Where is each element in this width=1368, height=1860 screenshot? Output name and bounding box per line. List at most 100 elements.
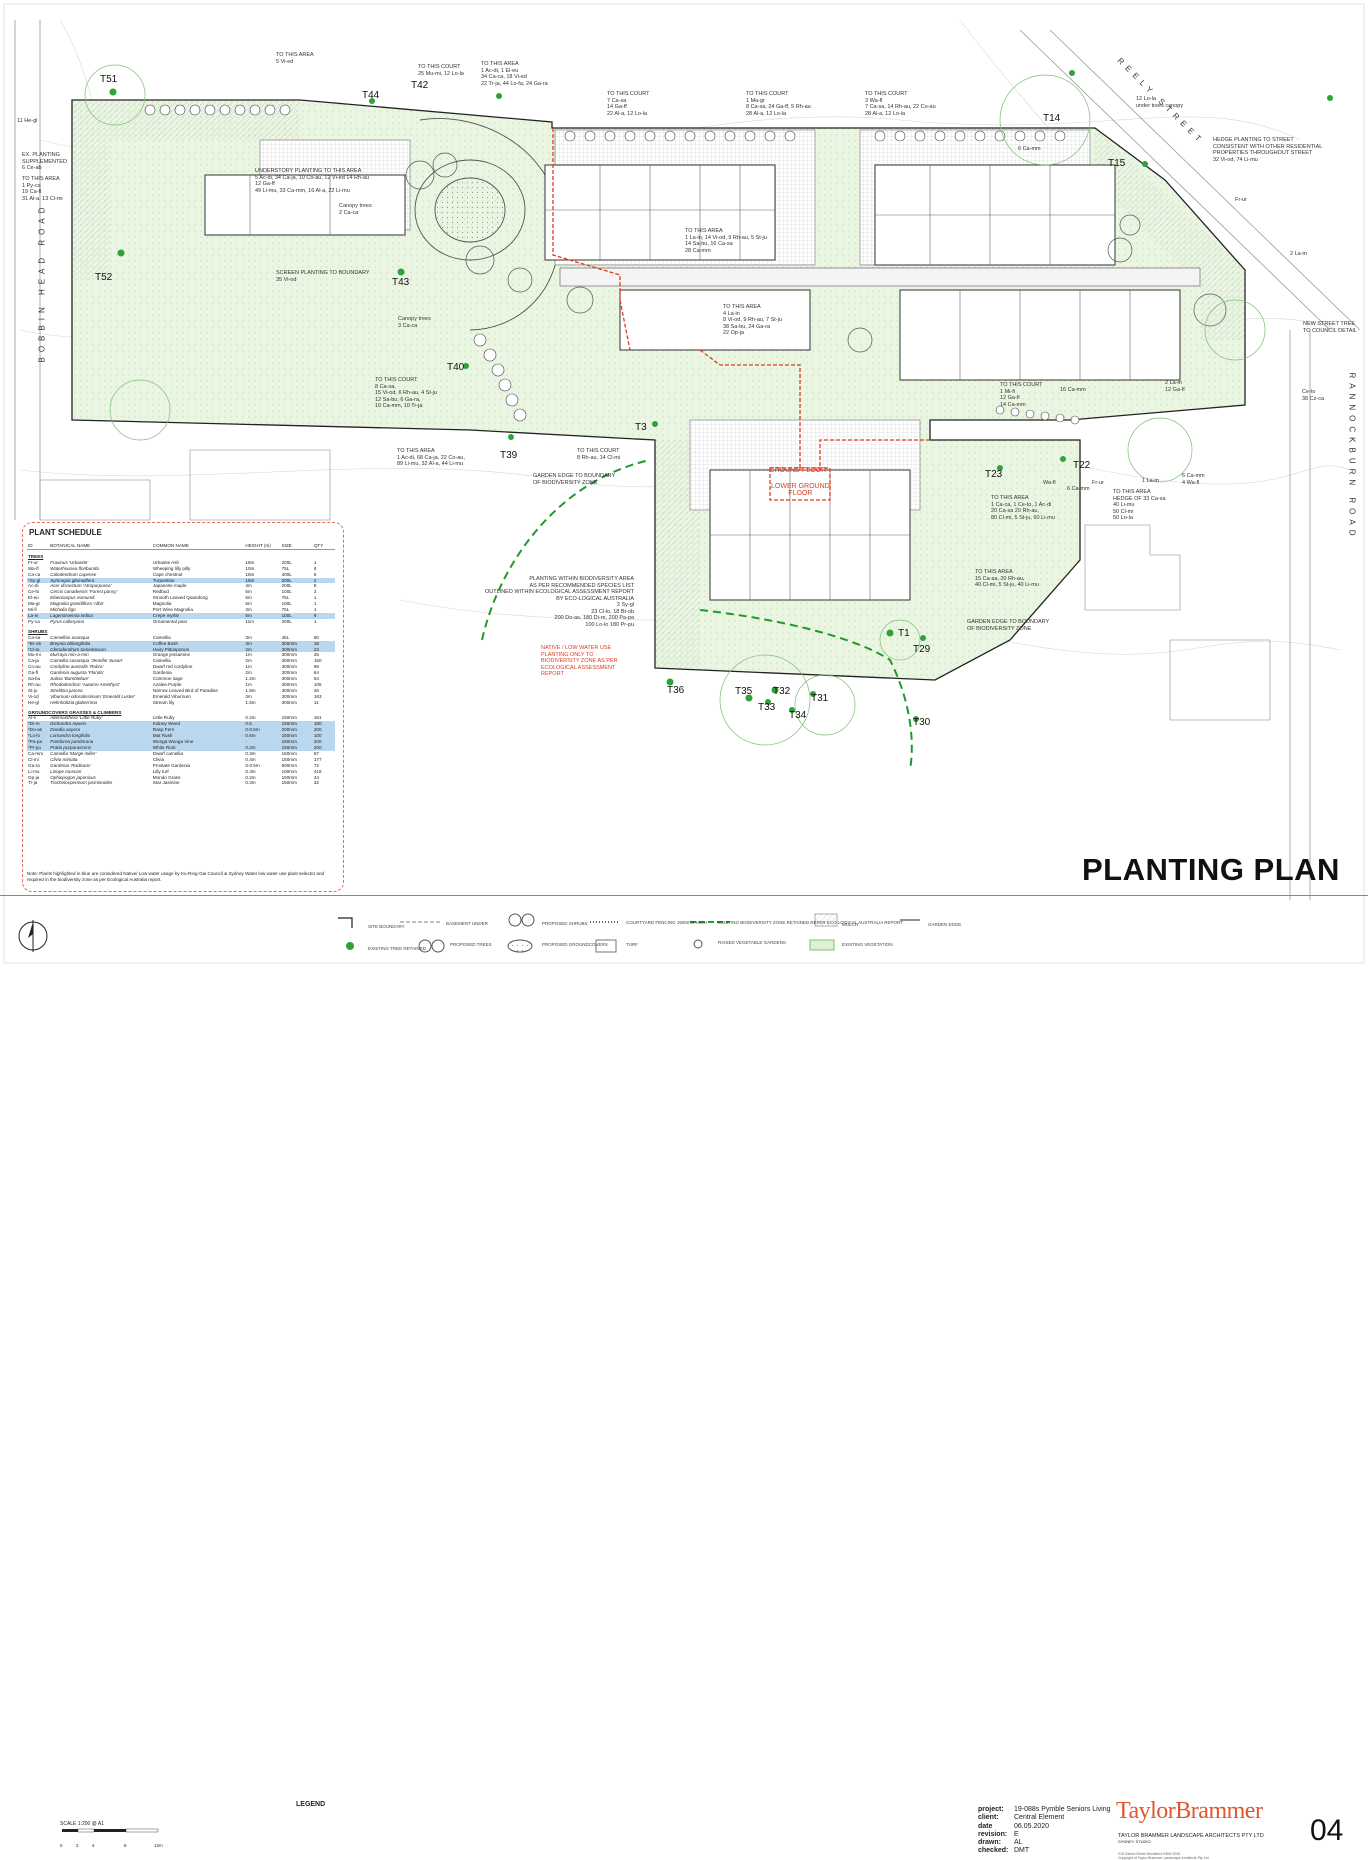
planting-note: 6 Ca-mm 4 Wa-fl [1182, 473, 1205, 486]
legend-item: GARDEN EDGE [928, 922, 962, 927]
schedule-cell-size: 500mm [281, 762, 297, 768]
schedule-cell-size: 150mm [280, 733, 313, 740]
schedule-cell-size: 200L [281, 559, 292, 565]
schedule-cell-bot: Camellia sasanqua 'Jennifer Susan' [50, 658, 123, 664]
planting-note: PLANTING WITHIN BIODIVERSITY AREA AS PER… [485, 576, 635, 628]
project-row: drawn:AL [978, 1839, 1111, 1847]
schedule-cell-h: 1.8m [245, 687, 256, 693]
company-name: TAYLOR BRAMMER LANDSCAPE ARCHITECTS PTY … [1118, 1833, 1264, 1844]
schedule-cell-h: 15m [245, 559, 255, 565]
schedule-cell-qty: 8 [313, 583, 317, 589]
planting-note: HEDGE PLANTING TO STREET CONSISTENT WITH… [1213, 137, 1323, 163]
schedule-cell-id: Ma-gr [28, 601, 40, 607]
schedule-group-label: SHRUBS [28, 628, 48, 634]
schedule-cell-com: Hairy Pittosporum [151, 646, 245, 653]
schedule-cell-com: Port Wine Magnolia [152, 607, 193, 613]
schedule-cell-id: *Cl-to [27, 646, 50, 653]
schedule-cell-bot: Pyrus calleryana [50, 618, 85, 624]
schedule-cell-id: Ca-ja [28, 658, 39, 664]
planting-note: 6 Ca-mm [1067, 486, 1090, 492]
scale-tick: 2 [76, 1843, 79, 1848]
schedule-cell-id: Li-mu [28, 768, 40, 774]
tree-tag: T29 [913, 644, 931, 655]
schedule-cell-id: Ac-di [28, 583, 39, 589]
schedule-cell-bot: Viburnum odoratissimum 'Emerald Luster' [50, 693, 136, 699]
schedule-cell-qty: 26 [313, 687, 319, 693]
schedule-cell-com: Wheeping lilly pilly [152, 565, 191, 571]
planting-note: Fr-ur [1092, 480, 1104, 486]
planting-note: 6 Ca-mm [1018, 146, 1041, 152]
site-plan-drawing [3, 3, 1365, 964]
copyright-line: Copyright of Taylor Brammer Landscape Ar… [1118, 1856, 1209, 1860]
schedule-cell-bot: Gardenia augusta 'Florida' [50, 670, 104, 676]
tree-tag: T14 [1043, 113, 1061, 124]
schedule-cell-h: 2m [245, 670, 252, 676]
schedule-cell-bot: Breynia oblongifolia [49, 640, 152, 647]
schedule-cell-size: 300mm [281, 658, 297, 664]
schedule-cell-com: Smooth Leaved Quandong [152, 595, 208, 601]
schedule-cell-bot: Alternanthera 'Little Ruby' [50, 715, 103, 721]
schedule-cell-size: 300mm [281, 676, 297, 682]
plant-schedule: PLANT SCHEDULE ID BOTANICAL NAME COMMON … [22, 522, 344, 892]
planting-note: Ce-to 38 Cz-ca [1302, 389, 1325, 402]
schedule-cell-qty: 23 [312, 646, 335, 653]
schedule-cell-com: Crepe myrtle [151, 612, 245, 619]
tree-tag: T35 [735, 686, 753, 697]
project-value: 19-088s Pymble Seniors Living [1014, 1806, 1111, 1813]
planting-note: TO THIS AREA 1 Py-ca 19 Ca-fl 31 Al-a, 1… [22, 176, 63, 202]
schedule-cell-id: Mi-fi [28, 607, 37, 613]
schedule-cell-h: 5m [245, 589, 252, 595]
col-header: ID [27, 543, 50, 550]
schedule-cell-id: St-ju [28, 687, 38, 693]
project-row: client:Central Element [978, 1814, 1111, 1822]
schedule-cell-size: 300mm [280, 646, 313, 653]
schedule-cell-id: *Di-re [27, 721, 50, 728]
schedule-cell-h: - [244, 739, 281, 745]
schedule-cell-id: Fr-ur [28, 559, 38, 565]
schedule-cell-id: Cl-mi [28, 756, 39, 762]
schedule-cell-h: 3m [245, 634, 252, 640]
planting-note: 16 Ca-mm [1060, 387, 1086, 393]
tree-tag: T15 [1108, 158, 1126, 169]
legend-item: TURF [626, 942, 638, 947]
schedule-cell-bot: Clerodendrum tomentosum [49, 646, 152, 653]
schedule-cell-size: 100L [281, 601, 292, 607]
schedule-cell-qty: 105 [313, 681, 322, 687]
schedule-cell-bot: Trachelospermum jasminoides [50, 780, 113, 786]
planting-note: TO THIS COURT 1 Ma-gr 8 Ca-sa, 24 Ga-ff,… [746, 91, 811, 117]
schedule-cell-qty: 1 [313, 601, 317, 607]
legend-item: PROPOSED GROUNDCOVERS [542, 942, 608, 947]
planting-note: TO THIS COURT 3 Wa-fl 7 Ca-sa, 14 Rh-au,… [865, 91, 936, 117]
col-header: SIZE [280, 543, 313, 550]
planting-note: TO THIS AREA 1 La-in, 14 Vi-od, 9 Rh-au,… [685, 228, 767, 254]
schedule-cell-qty: 84 [313, 670, 319, 676]
schedule-cell-bot: Syncarpia glomulifera [49, 577, 152, 584]
schedule-cell-size: 75L [281, 607, 290, 613]
interior-walls [249, 165, 1131, 600]
project-row: revision:E [978, 1831, 1111, 1839]
schedule-cell-qty: 96 [313, 664, 319, 670]
schedule-cell-id: *Pr-pu [27, 745, 50, 751]
schedule-cell-id: He-gl [28, 699, 39, 705]
schedule-cell-id: *Pa-pa [27, 739, 50, 745]
sheet-number: 04 [1310, 1814, 1344, 1847]
schedule-cell-com: Orange jessamine [152, 652, 191, 658]
planting-note: SCREEN PLANTING TO BOUNDARY 35 Vi-od [276, 270, 370, 283]
schedule-cell-qty: 72 [313, 762, 319, 768]
project-value: E [1014, 1830, 1019, 1838]
street-edges [14, 20, 1361, 900]
schedule-cell-h: 0.6m [244, 733, 281, 740]
schedule-group-row: GROUNDCOVERS GRASSES & CLIMBERS [27, 706, 335, 716]
street-label-bobbin: BOBBIN HEAD ROAD [37, 202, 47, 363]
schedule-cell-qty: 64 [313, 676, 319, 682]
schedule-cell-size: 150mm [281, 756, 297, 762]
schedule-cell-com: Cape chestnut [152, 571, 183, 577]
basement-outline [552, 128, 930, 501]
schedule-cell-bot: Salvia 'Bumblebue' [50, 676, 89, 682]
schedule-cell-bot: Helmholtzia glaberrima [50, 699, 98, 705]
tree-tag: T33 [758, 702, 776, 713]
